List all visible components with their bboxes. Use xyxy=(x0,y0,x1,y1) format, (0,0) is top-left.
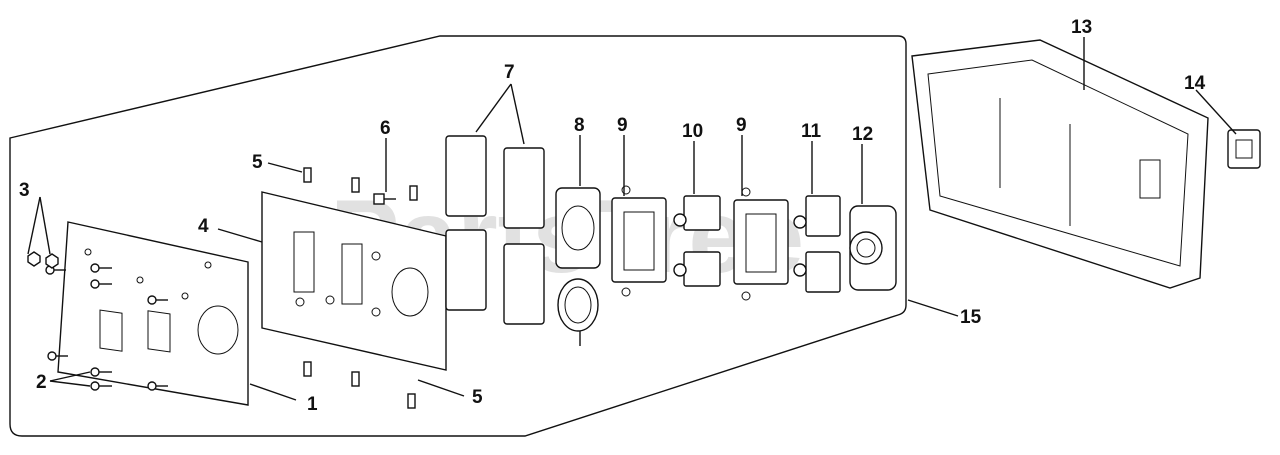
assembly-boundary xyxy=(9,35,907,437)
part-7-outlet-covers xyxy=(445,135,545,325)
callout-12: 12 xyxy=(852,124,873,145)
part-14-cap xyxy=(1227,129,1261,169)
part-10-breakers xyxy=(673,195,721,287)
part-1-mounting-plate xyxy=(57,221,249,406)
part-8-outlet-cap xyxy=(555,187,601,346)
part-3-nuts xyxy=(27,251,59,269)
callout-14: 14 xyxy=(1184,73,1206,94)
callout-10: 10 xyxy=(682,121,703,142)
part-5-clips xyxy=(303,167,418,409)
callout-2: 2 xyxy=(36,372,47,393)
part-9-receptacle-right xyxy=(733,187,789,301)
callout-6: 6 xyxy=(380,118,391,139)
callout-15: 15 xyxy=(960,307,982,328)
callout-8: 8 xyxy=(574,115,585,136)
part-11-breakers xyxy=(793,195,841,293)
callout-5-bottom: 5 xyxy=(472,387,483,408)
callout-9-left: 9 xyxy=(617,115,628,136)
callout-3: 3 xyxy=(19,180,30,201)
callout-1: 1 xyxy=(307,394,318,415)
callout-9-right: 9 xyxy=(736,115,747,136)
part-4-front-panel xyxy=(261,191,447,371)
callout-4: 4 xyxy=(198,216,209,237)
callout-7: 7 xyxy=(504,62,515,83)
part-9-receptacle-left xyxy=(611,185,667,297)
callout-11: 11 xyxy=(801,121,822,142)
leader-lines xyxy=(27,37,1237,401)
part-12-twist-lock-outlet xyxy=(849,205,897,291)
callout-13: 13 xyxy=(1071,17,1092,38)
callout-5-top: 5 xyxy=(252,152,263,173)
callout-labels: 1 2 3 4 5 5 6 7 8 9 9 10 11 12 13 14 15 xyxy=(19,17,1206,415)
part-13-housing-box xyxy=(911,39,1209,289)
part-6-screw xyxy=(373,193,396,205)
